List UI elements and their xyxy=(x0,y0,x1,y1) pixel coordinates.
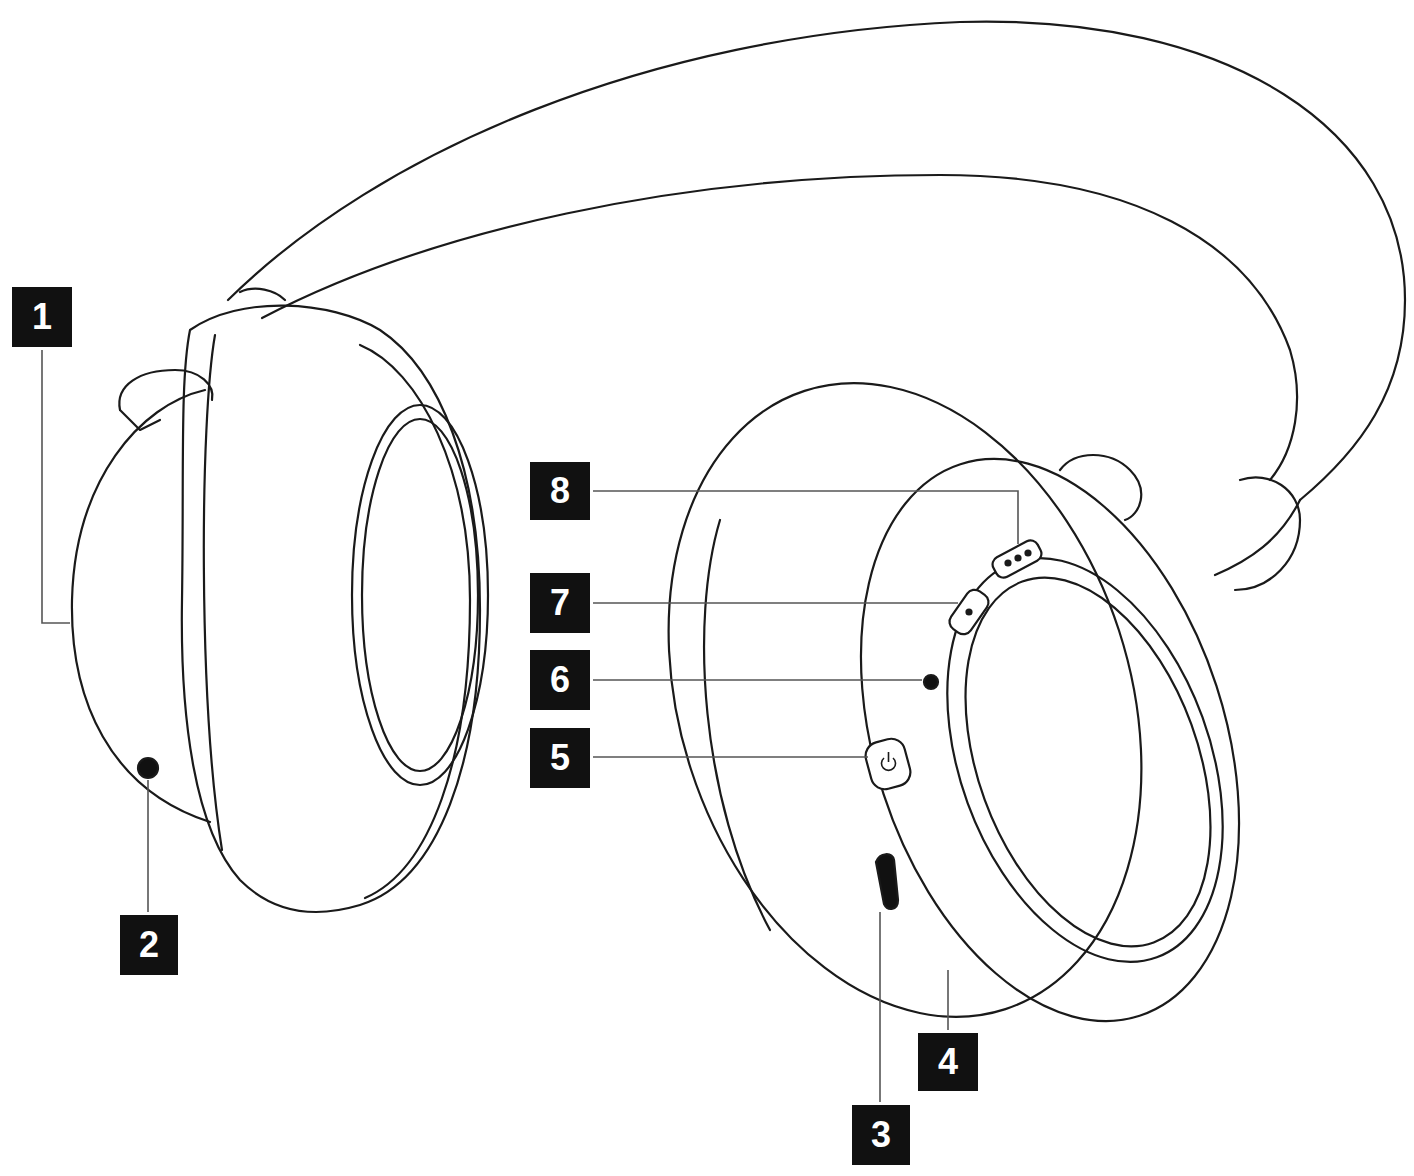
right-cushion xyxy=(591,321,1220,1078)
right-cup-face xyxy=(896,520,1275,1000)
leader-lines xyxy=(42,350,1018,1102)
left-cushion xyxy=(182,306,480,912)
usb-port xyxy=(876,854,898,909)
leader-line xyxy=(147,780,149,912)
callout-number: 1 xyxy=(12,287,72,347)
leader-line xyxy=(947,970,949,1030)
button-dot xyxy=(1026,551,1031,556)
leader-line xyxy=(42,350,70,623)
left-yoke xyxy=(119,370,212,410)
headphones-outline xyxy=(72,22,1405,1079)
left-cup-edge xyxy=(120,410,160,430)
left-cushion-opening xyxy=(352,405,488,785)
headband-outer xyxy=(228,22,1405,500)
headband-inner xyxy=(262,175,1297,480)
callout-number: 4 xyxy=(918,1033,978,1091)
callout-number: 5 xyxy=(530,728,590,788)
button-dot xyxy=(1006,561,1011,566)
left-microphone xyxy=(138,758,158,778)
single-button xyxy=(946,586,992,637)
power-button xyxy=(862,736,913,793)
left-cushion-face xyxy=(360,345,470,898)
left-cushion-seam xyxy=(204,335,222,850)
callout-number: 2 xyxy=(120,915,178,975)
leader-line xyxy=(593,602,958,604)
right-cushion-seam xyxy=(704,520,770,930)
callout-number: 6 xyxy=(530,650,590,710)
button-dot xyxy=(1016,556,1021,561)
leader-line xyxy=(593,491,1018,544)
callout-number: 3 xyxy=(852,1105,910,1165)
left-band-join xyxy=(240,289,285,300)
button-dot xyxy=(967,610,972,615)
callout-number: 7 xyxy=(530,573,590,633)
leader-line xyxy=(593,756,868,758)
right-cup xyxy=(794,410,1306,1070)
callout-number: 8 xyxy=(530,462,590,520)
left-cup-back xyxy=(72,390,210,822)
leader-line xyxy=(879,912,881,1102)
right-cup-face-inner xyxy=(919,544,1257,980)
controls xyxy=(138,538,1044,909)
right-yoke xyxy=(1060,455,1141,520)
multi-button xyxy=(990,538,1044,581)
right-hinge xyxy=(1235,477,1300,590)
leader-line xyxy=(593,679,922,681)
microphone-hole xyxy=(924,675,938,689)
power-icon xyxy=(888,752,890,762)
